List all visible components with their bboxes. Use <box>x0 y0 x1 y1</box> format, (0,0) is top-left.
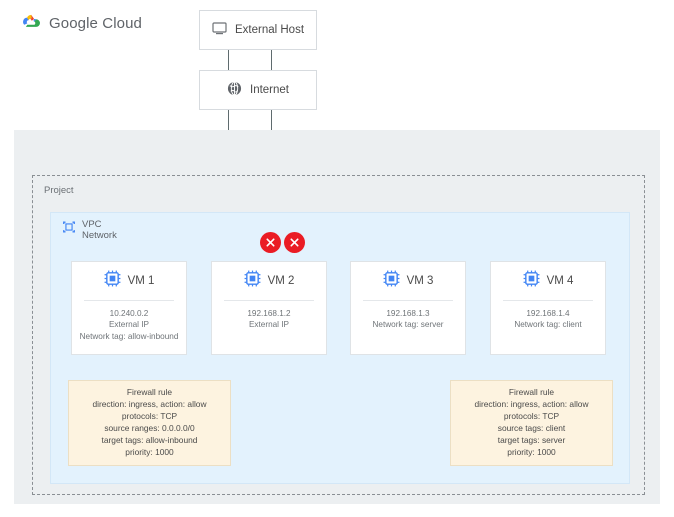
vm-detail-2a: External IP <box>248 320 290 330</box>
cpu-chip-icon <box>104 270 121 292</box>
vm-card-1[interactable]: VM 1 10.240.0.2 External IP Network tag:… <box>71 261 187 355</box>
vm-name-3: VM 3 <box>406 275 434 287</box>
firewall-rule-text-1: Firewall rule direction: ingress, action… <box>92 387 207 457</box>
internet-label: Internet <box>250 84 289 96</box>
vm-header-4: VM 4 <box>491 262 605 300</box>
cpu-chip-icon <box>523 270 540 292</box>
blocked-x-icon <box>260 232 281 253</box>
google-word: Google <box>49 15 98 32</box>
vm-divider-2 <box>224 300 314 301</box>
vpc-line1: VPC <box>82 219 102 230</box>
external-host-label: External Host <box>234 24 305 36</box>
google-cloud-title: Google Cloud <box>49 15 142 32</box>
firewall-rule-box-2: Firewall rule direction: ingress, action… <box>450 380 613 466</box>
vm-meta-4: 192.168.1.4 Network tag: client <box>491 301 605 331</box>
vm-name-1: VM 1 <box>127 275 155 287</box>
external-host-node[interactable]: External Host <box>199 10 317 50</box>
internet-node[interactable]: Internet <box>199 70 317 110</box>
firewall-rule-text-2: Firewall rule direction: ingress, action… <box>474 387 589 457</box>
vm-name-2: VM 2 <box>267 275 295 287</box>
cpu-chip-icon <box>383 270 400 292</box>
vm-ip-3: 192.168.1.3 <box>386 309 430 318</box>
vm-header-1: VM 1 <box>72 262 186 300</box>
project-label: Project <box>44 185 74 196</box>
vm-card-2[interactable]: VM 2 192.168.1.2 External IP <box>211 261 327 355</box>
vm-detail-3a: Network tag: server <box>372 320 444 330</box>
vm-header-3: VM 3 <box>351 262 465 300</box>
vpc-line2: Network <box>82 229 117 241</box>
vm-meta-1: 10.240.0.2 External IP Network tag: allo… <box>72 301 186 342</box>
vpc-network-icon <box>62 220 76 239</box>
vm-divider-1 <box>84 300 174 301</box>
vm-divider-3 <box>363 300 453 301</box>
vm-detail-4a: Network tag: client <box>514 320 582 330</box>
firewall-rule-box-1: Firewall rule direction: ingress, action… <box>68 380 231 466</box>
vm-card-3[interactable]: VM 3 192.168.1.3 Network tag: server <box>350 261 466 355</box>
vm-ip-2: 192.168.1.2 <box>247 309 291 318</box>
globe-icon <box>227 81 242 99</box>
vm-ip-1: 10.240.0.2 <box>109 309 149 318</box>
vm-divider-4 <box>503 300 593 301</box>
vm-meta-3: 192.168.1.3 Network tag: server <box>351 301 465 331</box>
google-cloud-header: Google Cloud <box>20 12 142 35</box>
google-cloud-logo <box>20 12 42 35</box>
cpu-chip-icon <box>244 270 261 292</box>
blocked-x-icon <box>284 232 305 253</box>
wire-host-to-internet-right <box>271 50 272 70</box>
monitor-icon <box>212 22 227 38</box>
vm-detail-1a: External IP <box>108 320 150 330</box>
vm-detail-1b: Network tag: allow-inbound <box>79 331 179 341</box>
cloud-word: Cloud <box>102 15 142 32</box>
vm-meta-2: 192.168.1.2 External IP <box>212 301 326 331</box>
vm-name-4: VM 4 <box>546 275 574 287</box>
project-container <box>32 175 645 495</box>
vm-ip-4: 192.168.1.4 <box>526 309 570 318</box>
wire-host-to-internet-left <box>228 50 229 70</box>
vm-header-2: VM 2 <box>212 262 326 300</box>
vm-card-4[interactable]: VM 4 192.168.1.4 Network tag: client <box>490 261 606 355</box>
